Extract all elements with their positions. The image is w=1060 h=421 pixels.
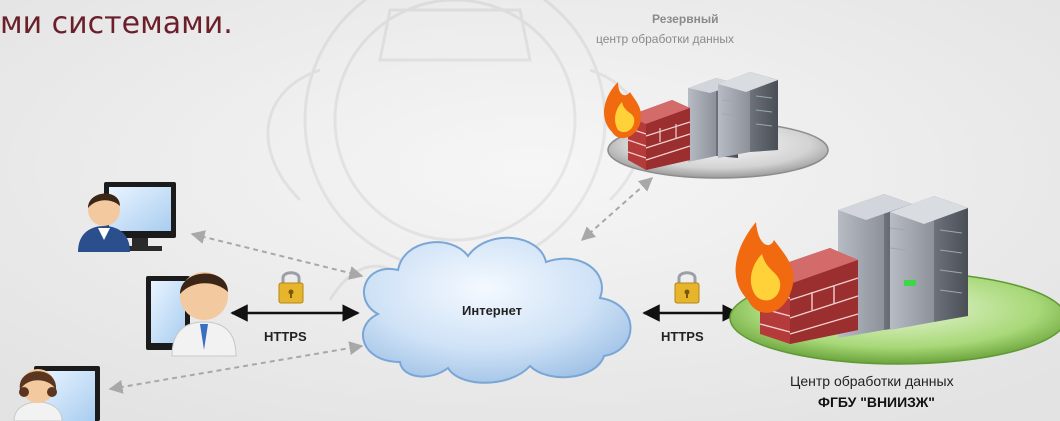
- internet-label: Интернет: [462, 303, 523, 318]
- firewall-icon: [627, 100, 691, 170]
- user-icon: [78, 193, 130, 252]
- backup-datacenter-title: Резервный: [652, 12, 719, 26]
- fire-icon: [604, 82, 642, 139]
- server-icon: [688, 72, 778, 162]
- main-datacenter: [729, 194, 1060, 365]
- client-bottom-connector: [108, 341, 364, 394]
- client-computer-bottom: [13, 366, 100, 421]
- lock-icon: [674, 271, 700, 304]
- lock-icon: [278, 271, 304, 304]
- backup-datacenter-subtitle: центр обработки данных: [596, 32, 735, 46]
- slide-heading: ми системами.: [0, 6, 233, 41]
- https-left-label: HTTPS: [264, 329, 307, 344]
- main-datacenter-org: ФГБУ "ВНИИЗЖ": [818, 394, 935, 410]
- client-computer-top: [78, 182, 176, 252]
- internet-cloud-icon: [362, 236, 632, 384]
- main-datacenter-label: Центр обработки данных: [790, 373, 954, 389]
- user-icon: [171, 272, 237, 357]
- https-right-label: HTTPS: [661, 329, 704, 344]
- client-top-connector: [190, 230, 364, 280]
- fire-icon: [735, 222, 794, 313]
- client-computer-middle: [146, 272, 237, 357]
- backup-datacenter: [604, 72, 829, 179]
- backup-connector: [580, 177, 654, 241]
- user-icon: [13, 369, 63, 421]
